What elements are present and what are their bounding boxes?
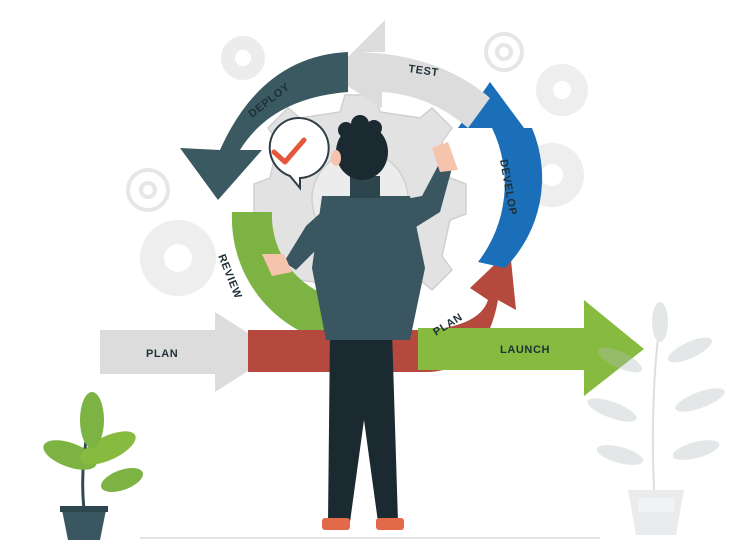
pot-icon — [60, 506, 108, 540]
launch-output-label: LAUNCH — [500, 344, 550, 356]
gear-icon — [140, 220, 216, 296]
gear-icon — [128, 170, 168, 210]
plant-icon — [40, 392, 147, 510]
plan-input-label: PLAN — [146, 348, 178, 360]
gear-icon — [221, 36, 265, 80]
gear-icon — [536, 64, 588, 116]
pot-icon — [628, 490, 684, 535]
gear-icon — [486, 34, 522, 70]
